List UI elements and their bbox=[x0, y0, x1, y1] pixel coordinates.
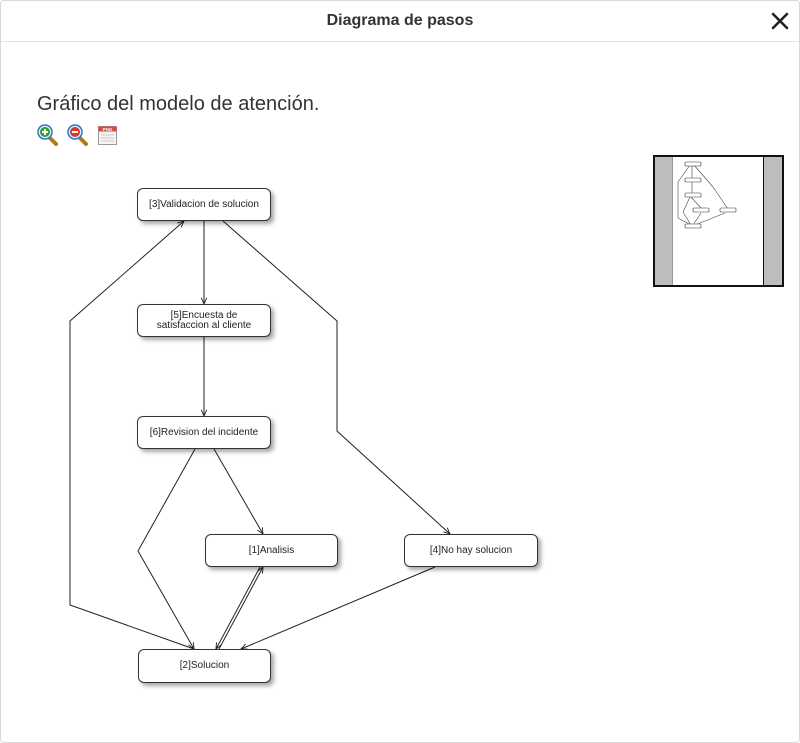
close-icon bbox=[771, 12, 789, 30]
diagram-toolbar: PNG bbox=[37, 124, 118, 148]
section-title: Gráfico del modelo de atención. bbox=[37, 93, 320, 115]
zoom-in-button[interactable] bbox=[37, 124, 58, 146]
node-revision-incidente[interactable]: [6]Revision del incidente bbox=[137, 416, 271, 449]
zoom-in-icon bbox=[37, 124, 58, 146]
node-encuesta-satisfaccion[interactable]: [5]Encuesta de satisfaccion al cliente bbox=[137, 304, 271, 337]
png-export-icon: PNG bbox=[98, 126, 117, 145]
edge-4-to-2[interactable] bbox=[241, 566, 436, 649]
edge-2-to-1[interactable] bbox=[218, 567, 263, 650]
node-no-hay-solucion[interactable]: [4]No hay solucion bbox=[404, 534, 538, 567]
node-validacion-solucion[interactable]: [3]Validacion de solucion bbox=[137, 188, 271, 221]
edge-6-to-2[interactable] bbox=[137, 448, 196, 649]
export-png-button[interactable]: PNG bbox=[97, 124, 118, 146]
diagram-minimap[interactable] bbox=[653, 155, 784, 287]
png-badge-text: PNG bbox=[103, 127, 113, 132]
close-button[interactable] bbox=[769, 10, 791, 32]
dialog-title: Diagrama de pasos bbox=[326, 12, 474, 29]
edge-1-to-2[interactable] bbox=[216, 566, 261, 649]
edge-6-to-1[interactable] bbox=[213, 448, 263, 534]
node-analisis[interactable]: [1]Analisis bbox=[205, 534, 338, 567]
edge-3-to-4[interactable] bbox=[222, 220, 450, 534]
node-solucion[interactable]: [2]Solucion bbox=[138, 649, 271, 683]
minimap-outline bbox=[677, 161, 737, 229]
edge-2-to-3[interactable] bbox=[69, 221, 195, 650]
zoom-out-icon bbox=[67, 124, 88, 146]
zoom-out-button[interactable] bbox=[67, 124, 88, 146]
dialog-header: Diagrama de pasos bbox=[1, 1, 799, 42]
